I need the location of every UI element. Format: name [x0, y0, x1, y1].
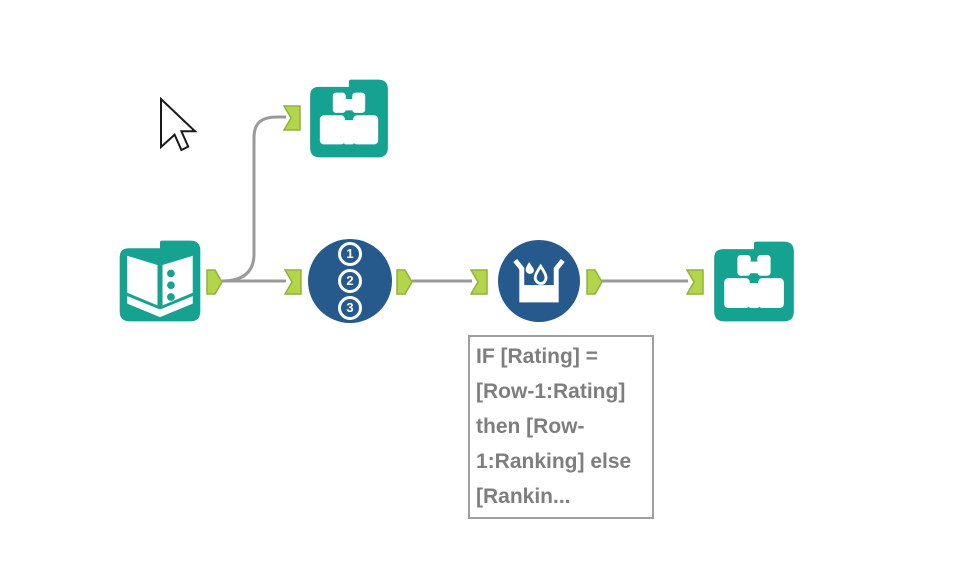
- container-water-drops-icon: [498, 240, 580, 322]
- record-id-output-anchor[interactable]: [396, 269, 413, 295]
- tool-browse-right[interactable]: [712, 240, 796, 323]
- numbered-circle-3-icon: 3: [338, 296, 362, 320]
- numbered-circle-2-icon: 2: [338, 269, 362, 293]
- tool-multi-row-formula[interactable]: [498, 240, 580, 322]
- tool-browse-top[interactable]: [307, 78, 391, 159]
- multirow-formula-annotation[interactable]: IF [Rating] = [Row-1:Rating] then [Row- …: [468, 335, 654, 519]
- browse-right-input-anchor[interactable]: [686, 269, 704, 295]
- open-book-icon: [119, 240, 201, 322]
- multirow-formula-input-anchor[interactable]: [470, 269, 488, 295]
- tool-record-id[interactable]: 1 2 3: [308, 239, 392, 323]
- multirow-formula-output-anchor[interactable]: [586, 269, 603, 295]
- binoculars-icon: [714, 241, 794, 322]
- binoculars-icon: [310, 79, 388, 158]
- browse-top-input-anchor[interactable]: [283, 105, 301, 131]
- mouse-cursor-icon: [160, 97, 198, 152]
- input-data-output-anchor[interactable]: [206, 269, 223, 295]
- record-id-input-anchor[interactable]: [284, 269, 302, 295]
- wire-input-to-browse-top[interactable]: [221, 115, 286, 283]
- tool-input-data[interactable]: [118, 239, 202, 323]
- numbered-circle-1-icon: 1: [338, 242, 362, 266]
